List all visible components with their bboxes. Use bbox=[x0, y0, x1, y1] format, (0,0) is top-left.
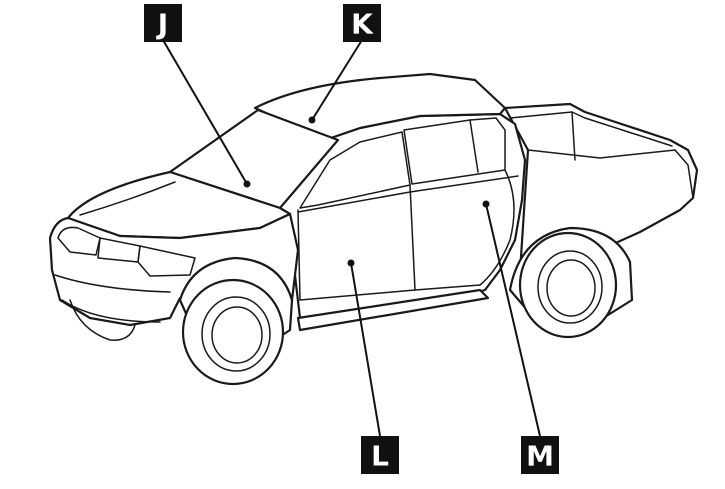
rear-door-seam bbox=[479, 169, 515, 286]
tailgate-edge bbox=[674, 149, 694, 199]
front-lower-bumper bbox=[61, 299, 161, 323]
front-bumper-line bbox=[54, 274, 171, 293]
door-bottom-line bbox=[299, 284, 481, 301]
leader-line-m bbox=[485, 203, 541, 437]
callout-l: L bbox=[361, 436, 399, 474]
truck-drawing bbox=[48, 72, 699, 386]
callout-l-text: L bbox=[371, 440, 389, 473]
headlight-left bbox=[57, 226, 101, 256]
rear-rim-outer bbox=[537, 250, 603, 324]
front-tire bbox=[181, 278, 285, 386]
leader-line-j bbox=[162, 39, 248, 185]
headlight-right bbox=[137, 245, 196, 277]
rear-rim-inner bbox=[546, 259, 596, 317]
front-rim-inner bbox=[211, 306, 263, 364]
leader-line-k bbox=[311, 39, 363, 121]
window-pillar bbox=[469, 119, 479, 173]
cargo-bed-rail bbox=[509, 111, 673, 147]
front-rim-outer bbox=[201, 296, 271, 372]
callout-j-text: J bbox=[156, 8, 168, 41]
leader-lines bbox=[162, 39, 541, 437]
center-door-seam bbox=[409, 184, 416, 291]
callout-j: J bbox=[144, 4, 182, 42]
belt-line bbox=[297, 175, 519, 213]
side-step bbox=[296, 288, 490, 332]
cargo-bed-inner-wall bbox=[527, 149, 676, 159]
leader-dot-j bbox=[243, 180, 251, 188]
front-door-seam bbox=[297, 209, 301, 301]
far-front-tire bbox=[69, 299, 136, 341]
callout-k-text: K bbox=[351, 8, 374, 41]
callout-m-text: M bbox=[526, 440, 554, 473]
cargo-bed-corner bbox=[571, 111, 576, 161]
leader-dot-l bbox=[347, 259, 355, 267]
callout-k: K bbox=[343, 4, 381, 42]
leader-line-l bbox=[350, 262, 381, 437]
callout-m: M bbox=[521, 436, 559, 474]
roof bbox=[253, 72, 507, 142]
rear-tire bbox=[518, 231, 618, 339]
leader-dot-k bbox=[308, 116, 316, 124]
hood-crease bbox=[79, 181, 176, 216]
leader-dot-m bbox=[482, 200, 490, 208]
front-side-window bbox=[299, 131, 411, 209]
